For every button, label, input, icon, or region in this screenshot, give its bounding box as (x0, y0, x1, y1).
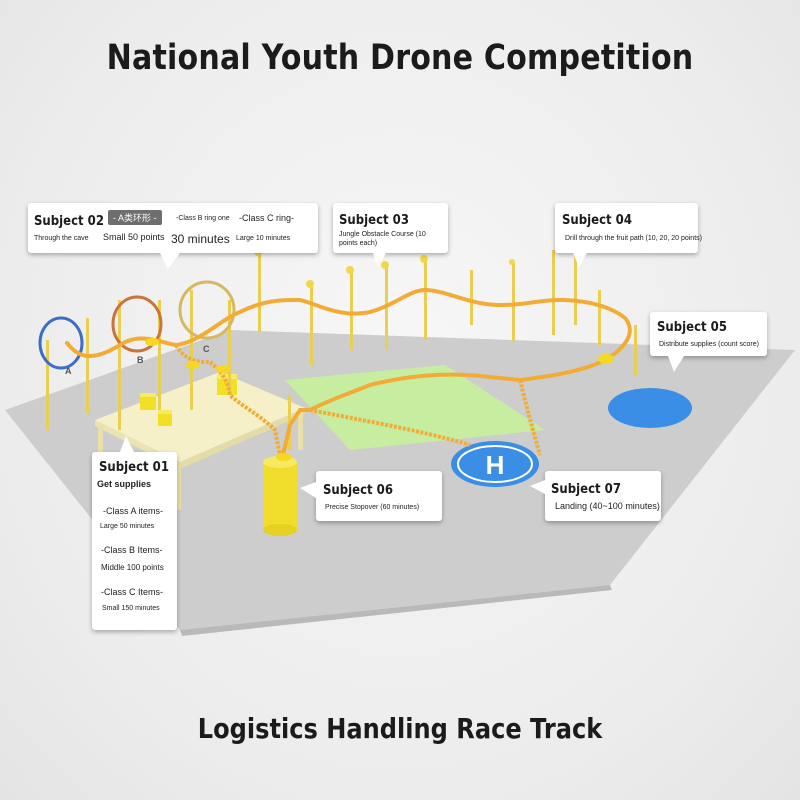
class-c-ring-size: Large 10 minutes (236, 235, 291, 242)
subject-05-pointer (668, 356, 684, 372)
subject-01-callout: Subject 01 Get supplies -Class A items- … (92, 452, 177, 630)
subject-06-pointer (300, 482, 316, 498)
subject-03-callout: Subject 03 Jungle Obstacle Course (10 po… (333, 203, 448, 253)
subject-04-heading: Subject 04 (562, 213, 632, 228)
flight-path (65, 287, 632, 457)
subject-02-description: Through the cave (34, 235, 89, 242)
class-b-items-detail: Middle 100 points (101, 563, 164, 572)
subject-03-heading: Subject 03 (339, 213, 409, 228)
subject-07-heading: Subject 07 (551, 482, 621, 497)
subject-05-heading: Subject 05 (657, 320, 727, 335)
page-title: National Youth Drone Competition (106, 38, 694, 78)
subject-06-callout: Subject 06 Precise Stopover (60 minutes) (316, 471, 442, 521)
ring-label-c: C (203, 344, 210, 354)
subject-02-pointer (160, 253, 180, 269)
subject-02-callout: Subject 02 Through the cave - A类环形 - Sma… (28, 203, 318, 253)
supply-table-top (95, 372, 305, 462)
class-b-ring-time: 30 minutes (171, 232, 230, 246)
subject-05-callout: Subject 05 Distribute supplies (count sc… (650, 312, 767, 356)
subject-07-description: Landing (40~100 minutes) (555, 501, 660, 511)
class-c-items-detail: Small 150 minutes (102, 605, 160, 612)
class-a-items-name: -Class A items- (103, 506, 164, 516)
green-zone (285, 365, 545, 450)
class-b-items-name: -Class B Items- (101, 545, 163, 555)
class-a-items-detail: Large 50 minutes (100, 523, 155, 530)
class-c-items-name: -Class C Items- (101, 587, 164, 597)
floor-edge (180, 585, 612, 636)
track-name: Logistics Handling Race Track (197, 712, 603, 745)
class-a-ring-tag: - A类环形 - (108, 210, 162, 225)
subject-03-description: Jungle Obstacle Course (10 points each) (339, 231, 426, 247)
ring-a (38, 316, 84, 370)
subject-07-callout: Subject 07 Landing (40~100 minutes) (545, 471, 661, 521)
subject-06-heading: Subject 06 (323, 483, 393, 498)
ring-b (111, 295, 163, 353)
subject-06-description: Precise Stopover (60 minutes) (325, 504, 420, 511)
class-a-ring-size: Small 50 points (103, 232, 165, 242)
subject-01-heading: Subject 01 (99, 460, 169, 475)
stopover-cylinder (263, 456, 297, 536)
landing-pad (451, 441, 539, 487)
subject-04-pointer (573, 253, 587, 267)
landing-pad-glyph: H (486, 450, 505, 480)
class-c-ring-name: -Class C ring- (239, 213, 295, 223)
supply-box-c (158, 410, 172, 426)
class-b-ring-name: -Class B ring one (176, 215, 230, 222)
path-markers (145, 338, 614, 461)
ring-label-a: A (65, 366, 72, 376)
subject-05-description: Distribute supplies (count score) (659, 341, 759, 348)
subject-01-description: Get supplies (97, 479, 152, 489)
subject-04-description: Drill through the fruit path (10, 20, 20… (565, 235, 702, 242)
supply-box-b (140, 393, 156, 410)
subject-07-pointer (530, 480, 545, 494)
subject-03-pointer (373, 253, 386, 267)
subject-01-pointer (120, 436, 134, 452)
ring-label-b: B (137, 355, 144, 365)
distribution-zone (608, 388, 692, 428)
ring-c (178, 280, 236, 340)
subject-04-callout: Subject 04 Drill through the fruit path … (555, 203, 702, 253)
subject-02-heading: Subject 02 (34, 214, 104, 229)
